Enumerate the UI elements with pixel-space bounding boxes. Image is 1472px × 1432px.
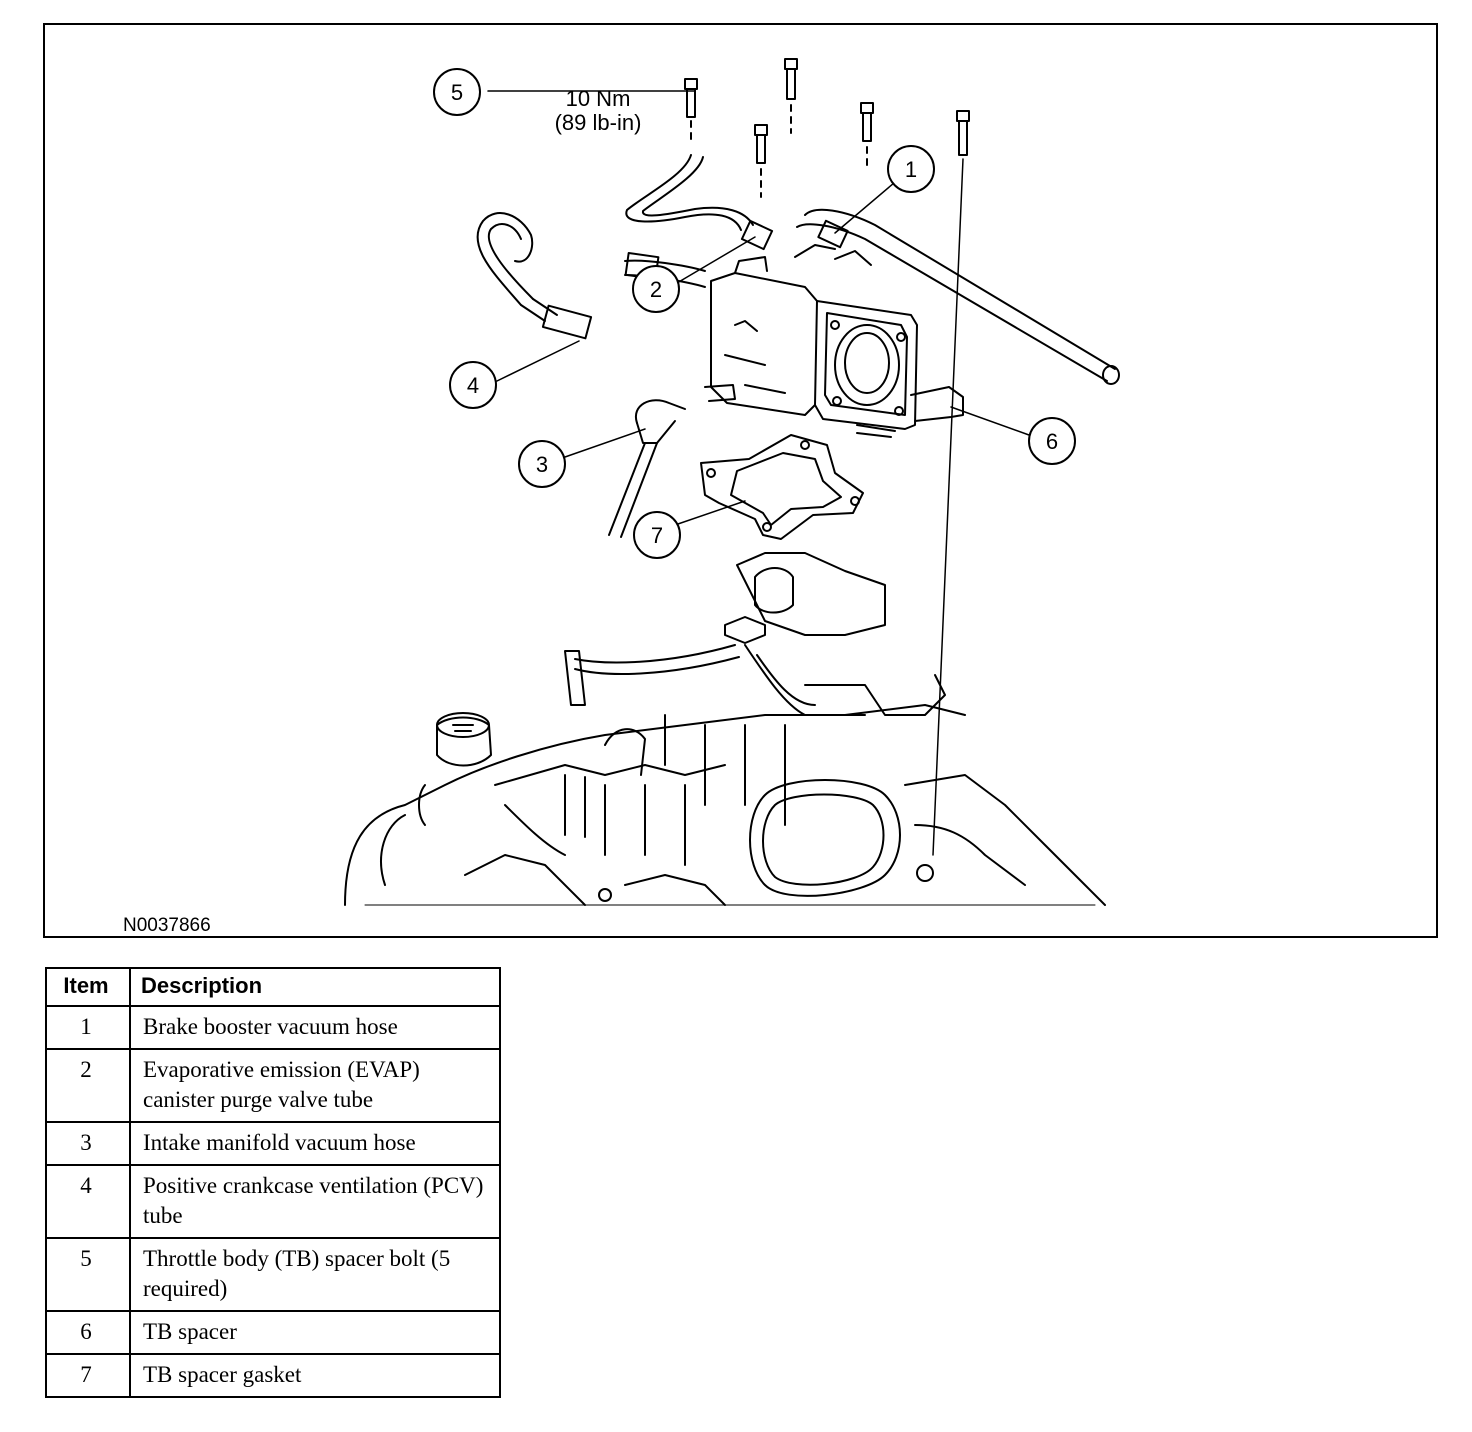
svg-text:5: 5 xyxy=(451,80,463,105)
item-number: 6 xyxy=(45,1310,131,1355)
table-row: 7 TB spacer gasket xyxy=(45,1353,501,1398)
item-description: Positive crankcase ventilation (PCV) tub… xyxy=(129,1164,501,1239)
bolt xyxy=(684,78,698,140)
svg-text:6: 6 xyxy=(1046,429,1058,454)
svg-text:1: 1 xyxy=(905,157,917,182)
item-description: TB spacer gasket xyxy=(129,1353,501,1398)
svg-text:3: 3 xyxy=(536,452,548,477)
torque-imperial: (89 lb-in) xyxy=(554,110,642,135)
item-number: 2 xyxy=(45,1048,131,1123)
torque-spec-label: 10 Nm (89 lb-in) xyxy=(523,87,673,135)
brake-booster-hose xyxy=(804,208,1116,370)
item-number: 7 xyxy=(45,1353,131,1398)
item-description: TB spacer xyxy=(129,1310,501,1355)
table-row: 2 Evaporative emission (EVAP) canister p… xyxy=(45,1048,501,1123)
legend-table: Item Description 1 Brake booster vacuum … xyxy=(45,967,501,1398)
item-number: 1 xyxy=(45,1005,131,1050)
evap-purge-tube xyxy=(625,154,742,231)
table-row: 6 TB spacer xyxy=(45,1310,501,1355)
item-number: 5 xyxy=(45,1237,131,1312)
table-row: 1 Brake booster vacuum hose xyxy=(45,1005,501,1050)
intake-vacuum-hose xyxy=(634,399,686,424)
item-description: Intake manifold vacuum hose xyxy=(129,1121,501,1166)
diagram-frame: 5 1 2 4 3 6 7 10 Nm (89 lb-in) N0037 xyxy=(43,23,1438,938)
table-row: 4 Positive crankcase ventilation (PCV) t… xyxy=(45,1164,501,1239)
callout-2: 2 xyxy=(632,265,680,313)
item-description: Brake booster vacuum hose xyxy=(129,1005,501,1050)
tb-spacer-gasket xyxy=(700,434,864,540)
callout-3: 3 xyxy=(518,440,566,488)
item-description: Throttle body (TB) spacer bolt (5 requir… xyxy=(129,1237,501,1312)
callout-7: 7 xyxy=(633,511,681,559)
table-row: 5 Throttle body (TB) spacer bolt (5 requ… xyxy=(45,1237,501,1312)
table-row: 3 Intake manifold vacuum hose xyxy=(45,1121,501,1166)
bolt xyxy=(860,102,874,166)
svg-text:7: 7 xyxy=(651,523,663,548)
figure-id-label: N0037866 xyxy=(123,915,211,936)
legend-header-row: Item Description xyxy=(45,967,501,1007)
callout-6: 6 xyxy=(1028,417,1076,465)
pcv-tube xyxy=(476,212,534,306)
header-item: Item xyxy=(45,967,131,1007)
svg-text:4: 4 xyxy=(467,373,479,398)
bolt xyxy=(956,110,970,156)
exploded-view-drawing: 5 1 2 4 3 6 7 xyxy=(344,58,1120,906)
bolt xyxy=(784,58,798,134)
item-number: 4 xyxy=(45,1164,131,1239)
callout-5: 5 xyxy=(433,68,481,116)
callout-1: 1 xyxy=(887,145,935,193)
header-description: Description xyxy=(129,967,501,1007)
intake-manifold-assembly xyxy=(344,552,1106,906)
item-description: Evaporative emission (EVAP) canister pur… xyxy=(129,1048,501,1123)
callout-4: 4 xyxy=(449,361,497,409)
item-number: 3 xyxy=(45,1121,131,1166)
leader-lines xyxy=(487,90,1030,526)
torque-metric: 10 Nm xyxy=(565,86,631,111)
svg-text:2: 2 xyxy=(650,277,662,302)
bolt xyxy=(754,124,768,198)
throttle-body-spacer xyxy=(704,244,964,438)
